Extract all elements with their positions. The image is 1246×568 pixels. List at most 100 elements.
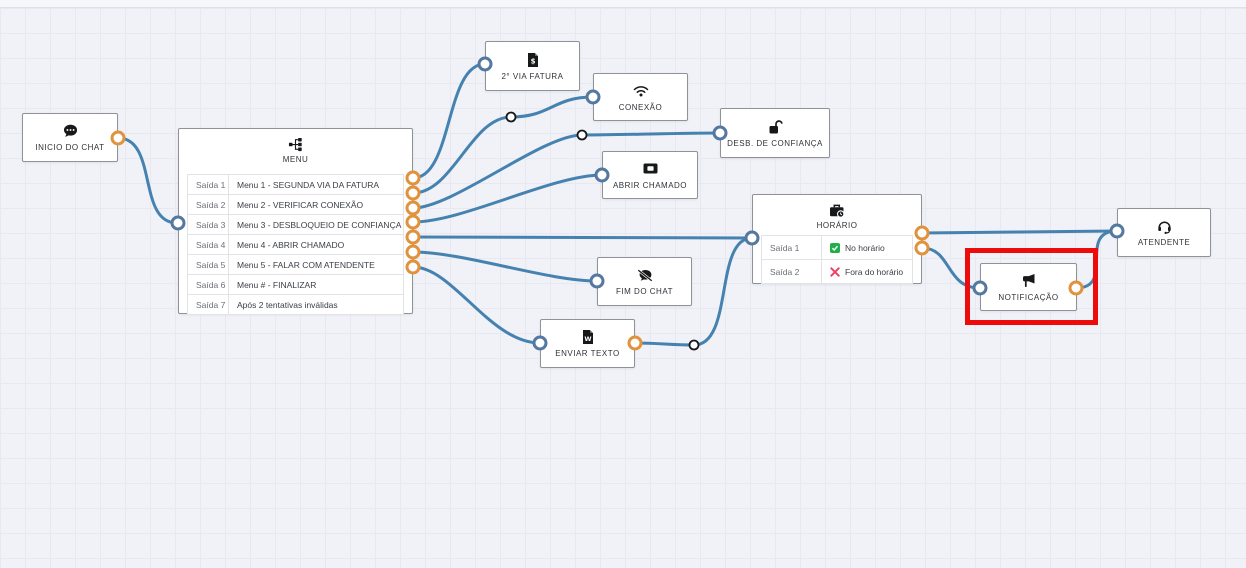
wire-horario-saida2-to-notificacao[interactable] (920, 246, 982, 290)
port-menu-saida-5[interactable] (405, 229, 421, 245)
port-fatura-input[interactable] (477, 56, 493, 72)
port-notificacao-output[interactable] (1068, 280, 1084, 296)
sitemap-icon (288, 136, 303, 152)
node-label: MENU (282, 155, 309, 164)
node-label: 2° VIA FATURA (501, 71, 564, 81)
port-fim-input[interactable] (589, 273, 605, 289)
port-menu-saida-6[interactable] (405, 244, 421, 260)
node-atendente[interactable]: ATENDENTE (1117, 208, 1211, 257)
node-label: ENVIAR TEXTO (555, 349, 620, 358)
port-menu-input[interactable] (170, 215, 186, 231)
chat-slash-icon (636, 267, 653, 283)
row-port-label: Saída 6 (188, 275, 229, 294)
port-horario-saida-2[interactable] (914, 240, 930, 256)
headset-icon (1157, 218, 1172, 234)
port-inicio-output[interactable] (110, 130, 126, 146)
port-horario-saida-1[interactable] (914, 225, 930, 241)
port-menu-saida-4[interactable] (405, 214, 421, 230)
status-text: No horário (845, 242, 885, 253)
row-port-label: Saída 1 (188, 175, 229, 194)
node-notificacao[interactable]: NOTIFICAÇÃO (980, 263, 1077, 311)
port-menu-saida-1[interactable] (405, 170, 421, 186)
wire-menu-saida7-to-texto[interactable] (411, 265, 542, 345)
row-value: No horário (822, 242, 885, 253)
chat-bubble-icon (63, 123, 78, 139)
row-value: Menu 4 - ABRIR CHAMADO (237, 239, 345, 250)
port-menu-saida-3[interactable] (405, 200, 421, 216)
wire-notificacao-to-atendente[interactable] (1074, 229, 1119, 290)
port-menu-saida-7[interactable] (405, 259, 421, 275)
port-notificacao-input[interactable] (972, 280, 988, 296)
row-port-label: Saída 2 (762, 260, 822, 283)
port-menu-saida-2[interactable] (405, 185, 421, 201)
wire-horario-saida1-to-atendente[interactable] (920, 229, 1119, 235)
port-texto-output[interactable] (627, 335, 643, 351)
horario-output-table: Saída 1 No horário Saída 2 Fora do horár… (761, 235, 913, 284)
table-row: Saída 2 Fora do horário (762, 260, 912, 284)
status-text: Fora do horário (845, 266, 904, 277)
wire-menu-saida6-to-fim[interactable] (411, 250, 599, 283)
port-horario-input[interactable] (744, 230, 760, 246)
row-value: Após 2 tentativas inválidas (237, 299, 338, 310)
port-conexao-input[interactable] (585, 89, 601, 105)
wire-midpoint-handle[interactable] (505, 111, 517, 123)
horario-header: HORÁRIO (753, 195, 921, 230)
port-desbloqueio-input[interactable] (712, 125, 728, 141)
port-chamado-input[interactable] (594, 167, 610, 183)
ticket-icon (643, 161, 658, 177)
table-row: Saída 5 Menu 5 - FALAR COM ATENDENTE (188, 255, 403, 275)
node-label: ABRIR CHAMADO (612, 180, 688, 190)
table-row: Saída 4 Menu 4 - ABRIR CHAMADO (188, 235, 403, 255)
node-desb-de-confianca[interactable]: DESB. DE CONFIANÇA (720, 108, 830, 158)
row-value: Menu 3 - DESBLOQUEIO DE CONFIANÇA (237, 219, 402, 230)
row-port-label: Saída 4 (188, 235, 229, 254)
row-port-label: Saída 3 (188, 215, 229, 234)
node-label: DESB. DE CONFIANÇA (727, 138, 823, 148)
node-label: INICIO DO CHAT (35, 143, 105, 152)
node-inicio-do-chat[interactable]: INICIO DO CHAT (22, 113, 118, 162)
row-port-label: Saída 5 (188, 255, 229, 274)
row-value: Menu 5 - FALAR COM ATENDENTE (237, 259, 375, 270)
unlock-icon (768, 119, 783, 135)
canvas-top-edge (0, 0, 1246, 8)
node-horario[interactable]: HORÁRIO Saída 1 No horário Saída 2 Fora … (752, 194, 922, 284)
megaphone-icon (1021, 273, 1036, 289)
table-row: Saída 7 Após 2 tentativas inválidas (188, 295, 403, 315)
wire-menu-saida1-to-fatura[interactable] (411, 62, 487, 180)
node-label: CONEXÃO (618, 102, 663, 112)
wire-inicio-to-menu[interactable] (116, 136, 179, 225)
row-port-label: Saída 7 (188, 295, 229, 314)
menu-header: MENU (179, 129, 412, 164)
row-value: Menu 2 - VERIFICAR CONEXÃO (237, 199, 364, 210)
node-enviar-texto[interactable]: W ENVIAR TEXTO (540, 319, 635, 368)
wire-menu-saida4-to-chamado[interactable] (411, 173, 604, 224)
node-label: ATENDENTE (1137, 238, 1191, 247)
wire-texto-to-horario[interactable] (633, 236, 754, 347)
port-atendente-input[interactable] (1109, 223, 1125, 239)
node-fim-do-chat[interactable]: FIM DO CHAT (597, 257, 692, 306)
table-row: Saída 3 Menu 3 - DESBLOQUEIO DE CONFIANÇA (188, 215, 403, 235)
node-conexao[interactable]: CONEXÃO (593, 73, 688, 121)
table-row: Saída 6 Menu # - FINALIZAR (188, 275, 403, 295)
table-row: Saída 1 No horário (762, 236, 912, 260)
wifi-icon (633, 83, 649, 99)
briefcase-clock-icon (829, 202, 845, 218)
wire-midpoint-handle[interactable] (688, 339, 700, 351)
row-value: Menu # - FINALIZAR (237, 279, 317, 290)
node-label: FIM DO CHAT (616, 287, 673, 296)
wire-midpoint-handle[interactable] (576, 129, 588, 141)
port-texto-input[interactable] (532, 335, 548, 351)
node-2-via-fatura[interactable]: $ 2° VIA FATURA (485, 41, 580, 91)
wire-menu-saida2-to-conexao[interactable] (411, 95, 595, 195)
node-abrir-chamado[interactable]: ABRIR CHAMADO (602, 151, 698, 199)
row-port-label: Saída 1 (762, 236, 822, 259)
file-word-icon: W (582, 329, 594, 345)
svg-text:W: W (584, 335, 591, 343)
wire-menu-saida5-to-horario[interactable] (411, 235, 754, 240)
node-label: HORÁRIO (816, 221, 858, 230)
